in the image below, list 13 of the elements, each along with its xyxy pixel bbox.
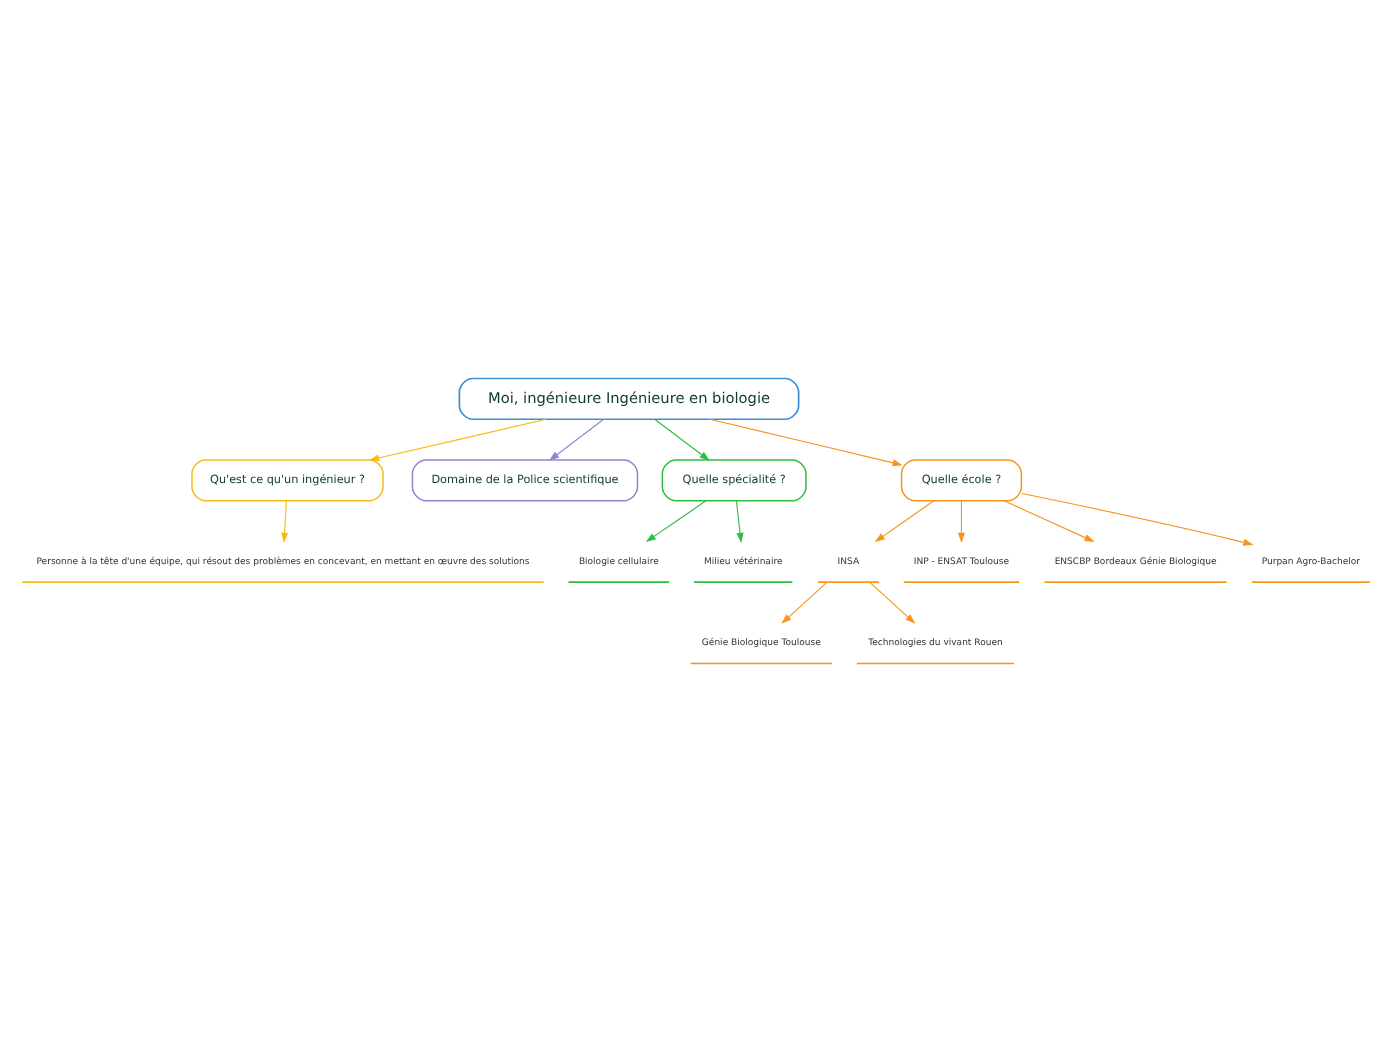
arrow — [735, 499, 744, 542]
arrow — [281, 499, 289, 542]
arrow — [1003, 499, 1095, 541]
arrow — [549, 418, 604, 460]
arrow — [874, 499, 935, 542]
arrow — [645, 499, 707, 542]
arrow — [869, 580, 916, 623]
arrow — [781, 580, 828, 623]
arrow — [654, 418, 710, 460]
arrow — [369, 417, 547, 461]
arrow — [709, 417, 903, 466]
arrow — [957, 499, 965, 542]
arrow — [1021, 491, 1254, 545]
